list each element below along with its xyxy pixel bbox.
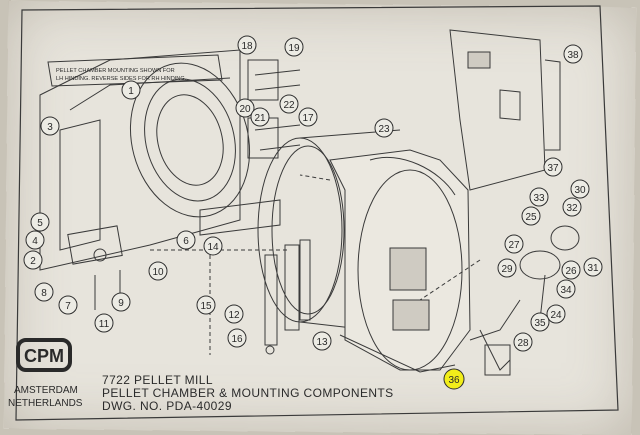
logo-city: AMSTERDAM: [14, 385, 78, 396]
callout-label-36: 36: [448, 375, 460, 386]
callout-1: 1: [121, 80, 141, 100]
pellet-chamber: [329, 149, 471, 373]
callout-35: 35: [530, 312, 550, 332]
callout-17: 17: [298, 107, 318, 127]
callout-label-16: 16: [231, 334, 243, 345]
callout-34: 34: [556, 279, 576, 299]
callout-label-12: 12: [228, 310, 240, 321]
callout-label-24: 24: [550, 310, 562, 321]
callout-label-37: 37: [547, 163, 559, 174]
callout-15: 15: [196, 295, 216, 315]
callout-6: 6: [176, 230, 196, 250]
callout-label-29: 29: [501, 264, 513, 275]
callout-13: 13: [312, 331, 332, 351]
note-line2: LH HINDING. REVERSE SIDES FOR RH HINDING…: [56, 76, 187, 82]
callout-label-21: 21: [254, 113, 266, 124]
note-box: [47, 54, 223, 87]
callout-label-2: 2: [30, 256, 36, 267]
callout-label-5: 5: [37, 218, 43, 229]
drawing-border: [15, 5, 619, 421]
callout-label-11: 11: [99, 319, 110, 330]
callout-28: 28: [513, 332, 533, 352]
callout-31: 31: [583, 257, 603, 277]
callout-16: 16: [227, 328, 247, 348]
callout-label-15: 15: [200, 301, 212, 312]
callout-label-38: 38: [567, 50, 579, 61]
logo-text: CPM: [24, 346, 64, 366]
callout-24: 24: [546, 304, 566, 324]
callout-26: 26: [561, 260, 581, 280]
callout-29: 29: [497, 258, 517, 278]
callout-label-34: 34: [560, 285, 572, 296]
callout-3: 3: [40, 116, 60, 136]
callout-22: 22: [279, 94, 299, 114]
callout-label-3: 3: [47, 122, 53, 133]
callout-label-22: 22: [283, 100, 295, 111]
callout-21: 21: [250, 107, 270, 127]
callout-label-20: 20: [239, 104, 251, 115]
callout-label-10: 10: [152, 267, 164, 278]
callout-19: 19: [284, 37, 304, 57]
callout-30: 30: [570, 179, 590, 199]
callout-10: 10: [148, 261, 168, 281]
callout-label-9: 9: [118, 298, 124, 309]
callout-25: 25: [521, 206, 541, 226]
callout-label-25: 25: [525, 212, 537, 223]
callout-label-23: 23: [378, 124, 390, 135]
callout-14: 14: [203, 236, 223, 256]
upper-brackets: [247, 59, 301, 159]
right-cover: [449, 29, 561, 191]
title-line3: DWG. NO. PDA-40029: [102, 399, 232, 413]
callout-5: 5: [30, 212, 50, 232]
callout-label-32: 32: [566, 203, 578, 214]
callout-label-1: 1: [128, 86, 134, 97]
callout-4: 4: [25, 230, 45, 250]
linkage-assembly: [469, 225, 580, 376]
callout-label-4: 4: [32, 236, 38, 247]
callout-label-8: 8: [41, 288, 47, 299]
title-line1: 7722 PELLET MILL: [102, 373, 213, 387]
cpm-logo: CPM: [16, 338, 72, 372]
callout-2: 2: [23, 250, 43, 270]
callout-label-35: 35: [534, 318, 546, 329]
callout-20: 20: [235, 98, 255, 118]
logo-country: NETHERLANDS: [8, 398, 83, 409]
callout-label-26: 26: [565, 266, 577, 277]
callout-label-31: 31: [587, 263, 599, 274]
callout-label-18: 18: [241, 41, 253, 52]
callout-label-19: 19: [288, 43, 300, 54]
callout-8: 8: [34, 282, 54, 302]
callout-7: 7: [58, 295, 78, 315]
callout-label-13: 13: [316, 337, 328, 348]
callout-label-27: 27: [508, 240, 520, 251]
housing-frame: [39, 49, 281, 271]
note-line1: PELLET CHAMBER MOUNTING SHOWN FOR: [56, 68, 175, 74]
callout-label-6: 6: [183, 236, 189, 247]
callout-36: 36: [443, 368, 465, 390]
callout-label-33: 33: [533, 193, 545, 204]
callout-18: 18: [237, 35, 257, 55]
callout-12: 12: [224, 304, 244, 324]
callout-23: 23: [374, 118, 394, 138]
callout-11: 11: [94, 313, 114, 333]
callout-37: 37: [543, 157, 563, 177]
title-line2: PELLET CHAMBER & MOUNTING COMPONENTS: [102, 386, 394, 400]
callout-label-30: 30: [574, 185, 586, 196]
callout-label-17: 17: [302, 113, 314, 124]
callout-38: 38: [563, 44, 583, 64]
hinge-posts: [264, 239, 311, 355]
callout-label-7: 7: [65, 301, 71, 312]
callout-32: 32: [562, 197, 582, 217]
callout-9: 9: [111, 292, 131, 312]
callout-label-28: 28: [517, 338, 529, 349]
callout-27: 27: [504, 234, 524, 254]
callout-33: 33: [529, 187, 549, 207]
callout-label-14: 14: [207, 242, 219, 253]
